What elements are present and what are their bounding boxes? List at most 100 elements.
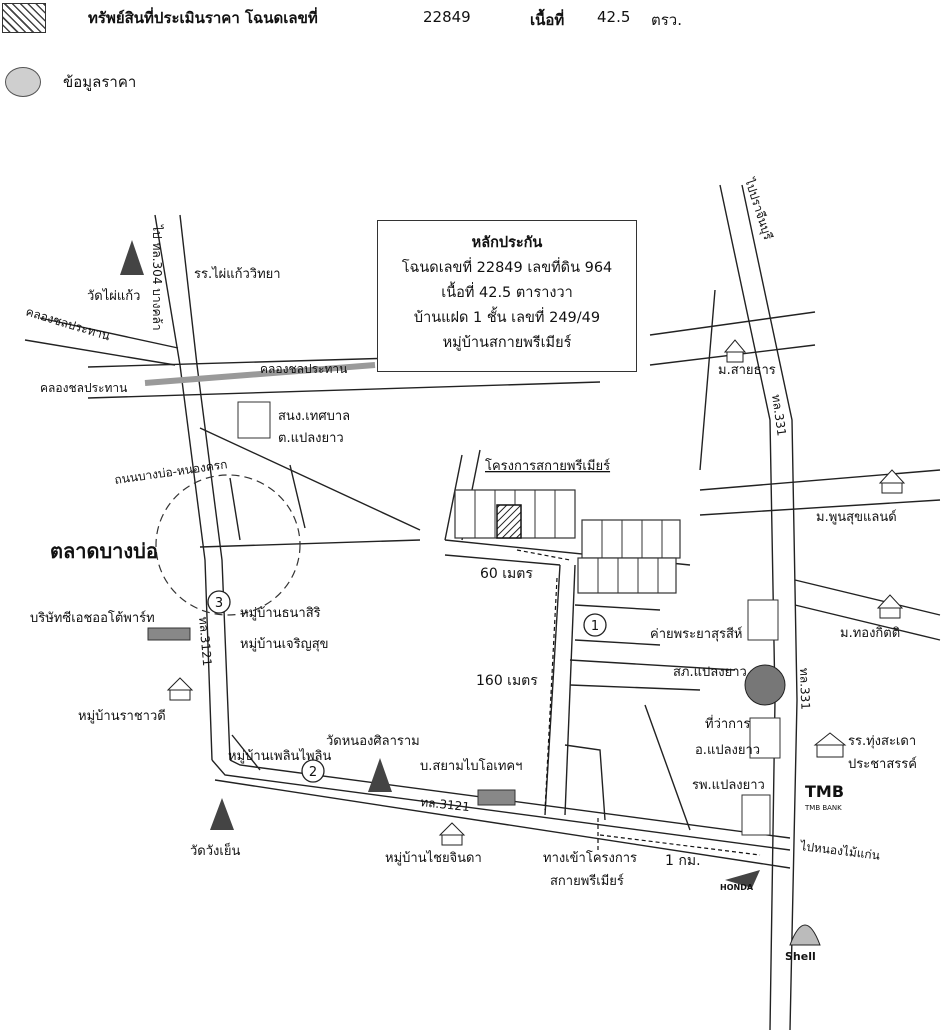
label-entrance-1: ทางเข้าโครงการ <box>543 850 637 866</box>
road-304-west <box>154 214 213 761</box>
school-icon-tung <box>813 732 847 758</box>
temple-icon <box>120 240 144 275</box>
label-wat-wangyen: วัดวังเย็น <box>190 841 240 859</box>
factory-icon-siam <box>477 789 516 806</box>
road-bangbo-upper <box>199 427 421 531</box>
road-project-inner-4 <box>569 684 701 691</box>
label-wat-nongsila: วัดหนองศิลาราม <box>326 734 420 749</box>
road-wat-wangyen <box>231 734 261 771</box>
road-3121-south <box>214 779 791 869</box>
shell-logo-icon <box>789 924 821 946</box>
label-tmb-sub: TMB BANK <box>804 804 842 812</box>
plot-dividers <box>474 490 663 593</box>
label-school-tung-1: รร.ทุ่งสะเดา <box>848 734 916 749</box>
temple-icon-nongsila <box>368 758 392 792</box>
subject-parcel <box>496 504 522 539</box>
label-m-poonsuk: ม.พูนสุขแลนด์ <box>816 509 897 525</box>
label-m-saithan: ม.สายธาร <box>718 363 776 378</box>
label-entrance-2: สกายพรีเมียร์ <box>550 873 624 889</box>
road-331-west <box>719 184 776 1031</box>
label-district-2: อ.แปลงยาว <box>695 743 760 758</box>
label-distance-160: 160 เมตร <box>476 673 538 689</box>
road-project-diag <box>644 704 691 831</box>
label-mb-ploenploen: หมู่บ้านเพลินไพลิน <box>228 748 332 764</box>
road-project-inner-2 <box>574 639 661 646</box>
label-market: ตลาดบางบ่อ <box>50 539 158 563</box>
canal-stripe <box>144 362 376 386</box>
marker-3-label: 3 <box>215 596 223 611</box>
road-east-2-lower <box>699 499 941 516</box>
grey-circle-icon <box>5 67 41 97</box>
label-road-3121-b: ทล.3121 <box>420 795 471 814</box>
legend-area-unit: ตรว. <box>651 11 682 29</box>
marker-1 <box>583 613 607 637</box>
label-mb-charoensuk: หมู่บ้านเจริญสุข <box>240 637 329 652</box>
label-canal-diag: คลองชลประทาน <box>24 304 112 343</box>
info-line-4: หมู่บ้านสกายพรีเมียร์ <box>442 335 572 351</box>
label-canal-mid: คลองชลประทาน <box>260 362 347 376</box>
label-honda: HONDA <box>720 883 754 892</box>
label-road-nongmaikaen: ไปหนองไม้แก่น <box>799 839 881 863</box>
info-line-2: เนื้อที่ 42.5 ตารางวา <box>441 285 573 301</box>
label-mb-rachawadee: หมู่บ้านราชาวดี <box>78 708 166 724</box>
label-project: โครงการสกายพรีเมียร์ <box>485 458 610 474</box>
label-road-3121-a: ทล.3121 <box>196 616 214 667</box>
road-project-inner-3 <box>569 659 736 671</box>
label-shell: Shell <box>785 950 816 963</box>
legend-price-label: ข้อมูลราคา <box>63 73 137 91</box>
label-siam-bio: บ.สยามไบโอเทคฯ <box>420 758 522 774</box>
legend-appraised-label: ทรัพย์สินที่ประเมินราคา โฉนดเลขที่ <box>88 9 318 27</box>
road-bangbo-lower <box>199 539 421 548</box>
road-project-w <box>444 454 463 541</box>
marker-3 <box>207 590 231 614</box>
marker-2-label: 2 <box>309 765 317 780</box>
road-331-east <box>741 184 798 1031</box>
label-road-prachinburi: ไปปราจีนบุรี <box>741 176 775 243</box>
label-school-tung-2: ประชาสรรค์ <box>848 756 917 772</box>
road-project-inner-1 <box>574 604 661 611</box>
house-icon-rachawadee <box>166 677 194 701</box>
hatched-parcel-icon <box>2 3 46 33</box>
hospital-icon <box>741 794 771 836</box>
road-stub-1 <box>229 477 241 541</box>
label-school-phaikaeo: รร.ไผ่แก้ววิทยา <box>194 266 281 282</box>
road-stub-2 <box>289 464 306 529</box>
label-canal-left: คลองชลประทาน <box>40 381 127 395</box>
landmark-icons <box>120 240 906 946</box>
police-emblem-icon <box>744 664 786 706</box>
house-icon-saithan <box>723 339 747 363</box>
road-3121-north <box>211 759 791 851</box>
label-municipality-1: สนง.เทศบาล <box>278 409 350 424</box>
road-canal-diag-2 <box>39 317 179 349</box>
legend-area-label: เนื้อที่ <box>530 11 565 29</box>
road-project-access-e <box>564 564 576 816</box>
label-road-304: ไป ทล.304 บางคล้า <box>150 224 164 331</box>
info-line-1: โฉนดเลขที่ 22849 เลขที่ดิน 964 <box>401 260 613 276</box>
road-canal-lower <box>87 381 601 399</box>
distance-arrows <box>516 549 761 856</box>
legend-price-row: ข้อมูลราคา <box>5 67 136 97</box>
factory-icon <box>147 627 191 641</box>
temple-icon-wangyen <box>210 798 234 830</box>
road-project-loop <box>564 744 606 821</box>
label-hospital: รพ.แปลงยาว <box>692 778 765 793</box>
label-distance-1km: 1 กม. <box>665 853 701 869</box>
label-m-thongkitti: ม.ทองกิตติ <box>840 626 900 641</box>
legend-deed-no: 22849 <box>423 8 471 26</box>
road-project-main-2 <box>444 554 561 566</box>
label-police: สภ.แปลงยาว <box>673 665 747 680</box>
info-title: หลักประกัน <box>471 235 543 251</box>
label-mb-thanasiri: หมู่บ้านธนาสิริ <box>240 606 321 621</box>
building-icon-municipality <box>237 401 271 439</box>
label-road-331-lower: ทล.331 <box>797 668 812 710</box>
road-east-2-upper <box>699 469 941 491</box>
building-icon-district <box>749 717 781 759</box>
label-municipality-2: ต.แปลงยาว <box>278 431 344 446</box>
marker-1-label: 1 <box>591 619 599 634</box>
label-wat-phaikaeo: วัดไผ่แก้ว <box>87 288 140 304</box>
map-legend: ทรัพย์สินที่ประเมินราคา โฉนดเลขที่ 22849… <box>0 0 950 110</box>
label-distance-60: 60 เมตร <box>480 566 533 582</box>
label-tmb: TMB <box>805 782 844 801</box>
building-icon-camp <box>747 599 779 641</box>
house-icon-thongkitti <box>876 594 904 619</box>
